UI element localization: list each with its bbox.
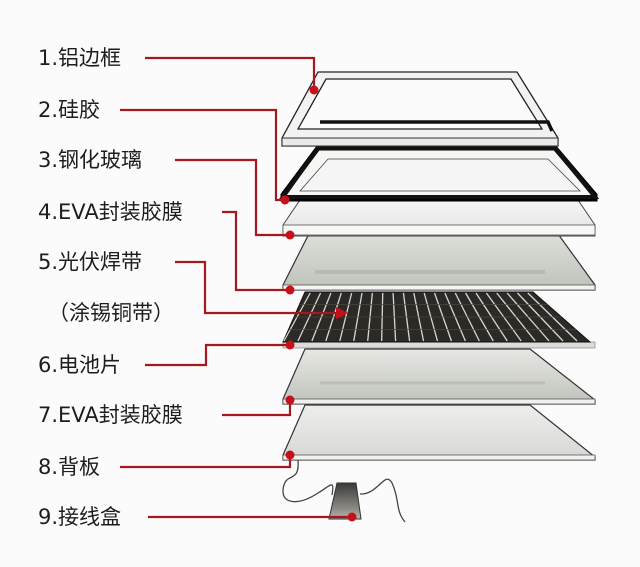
dot-silicone bbox=[280, 195, 290, 205]
label-junction-box: 9.接线盒 bbox=[38, 505, 122, 529]
label-frame: 1.铝边框 bbox=[38, 46, 122, 70]
leader-dots bbox=[280, 85, 357, 522]
silicone-layer bbox=[279, 145, 600, 202]
leader-frame bbox=[145, 56, 316, 90]
label-glass: 3.钢化玻璃 bbox=[38, 148, 143, 172]
frame-layer bbox=[281, 71, 559, 147]
label-cells: 6.电池片 bbox=[38, 353, 122, 377]
junction-box-layer bbox=[282, 459, 406, 523]
leader-backsheet bbox=[120, 455, 292, 469]
glass-layer bbox=[282, 199, 596, 237]
dot-glass bbox=[285, 230, 295, 240]
leader-eva-bottom bbox=[222, 400, 292, 417]
dot-junction-box bbox=[347, 512, 357, 522]
leader-silicone bbox=[120, 108, 283, 202]
arrow-ribbon bbox=[336, 307, 348, 319]
dot-backsheet bbox=[285, 450, 295, 460]
eva-bottom-layer bbox=[282, 348, 596, 405]
dot-eva-bottom bbox=[285, 395, 295, 405]
label-silicone: 2.硅胶 bbox=[38, 98, 101, 122]
label-ribbon-note: （涂锡铜带） bbox=[48, 301, 174, 325]
label-backsheet: 8.背板 bbox=[38, 455, 101, 479]
leader-ribbon bbox=[175, 260, 340, 315]
cell-busbars bbox=[283, 292, 578, 342]
cells-layer bbox=[282, 291, 596, 349]
leader-eva-top bbox=[222, 210, 290, 292]
dot-cells bbox=[285, 340, 295, 350]
label-eva-top: 4.EVA封装胶膜 bbox=[38, 200, 183, 224]
backsheet-layer bbox=[282, 404, 596, 461]
leader-glass bbox=[175, 158, 290, 237]
label-ribbon: 5.光伏焊带 bbox=[38, 250, 143, 274]
leader-lines bbox=[120, 56, 352, 519]
label-eva-bottom: 7.EVA封装胶膜 bbox=[38, 403, 183, 427]
leader-cells bbox=[145, 343, 290, 367]
dot-eva-top bbox=[285, 285, 295, 295]
dot-frame bbox=[309, 85, 319, 95]
